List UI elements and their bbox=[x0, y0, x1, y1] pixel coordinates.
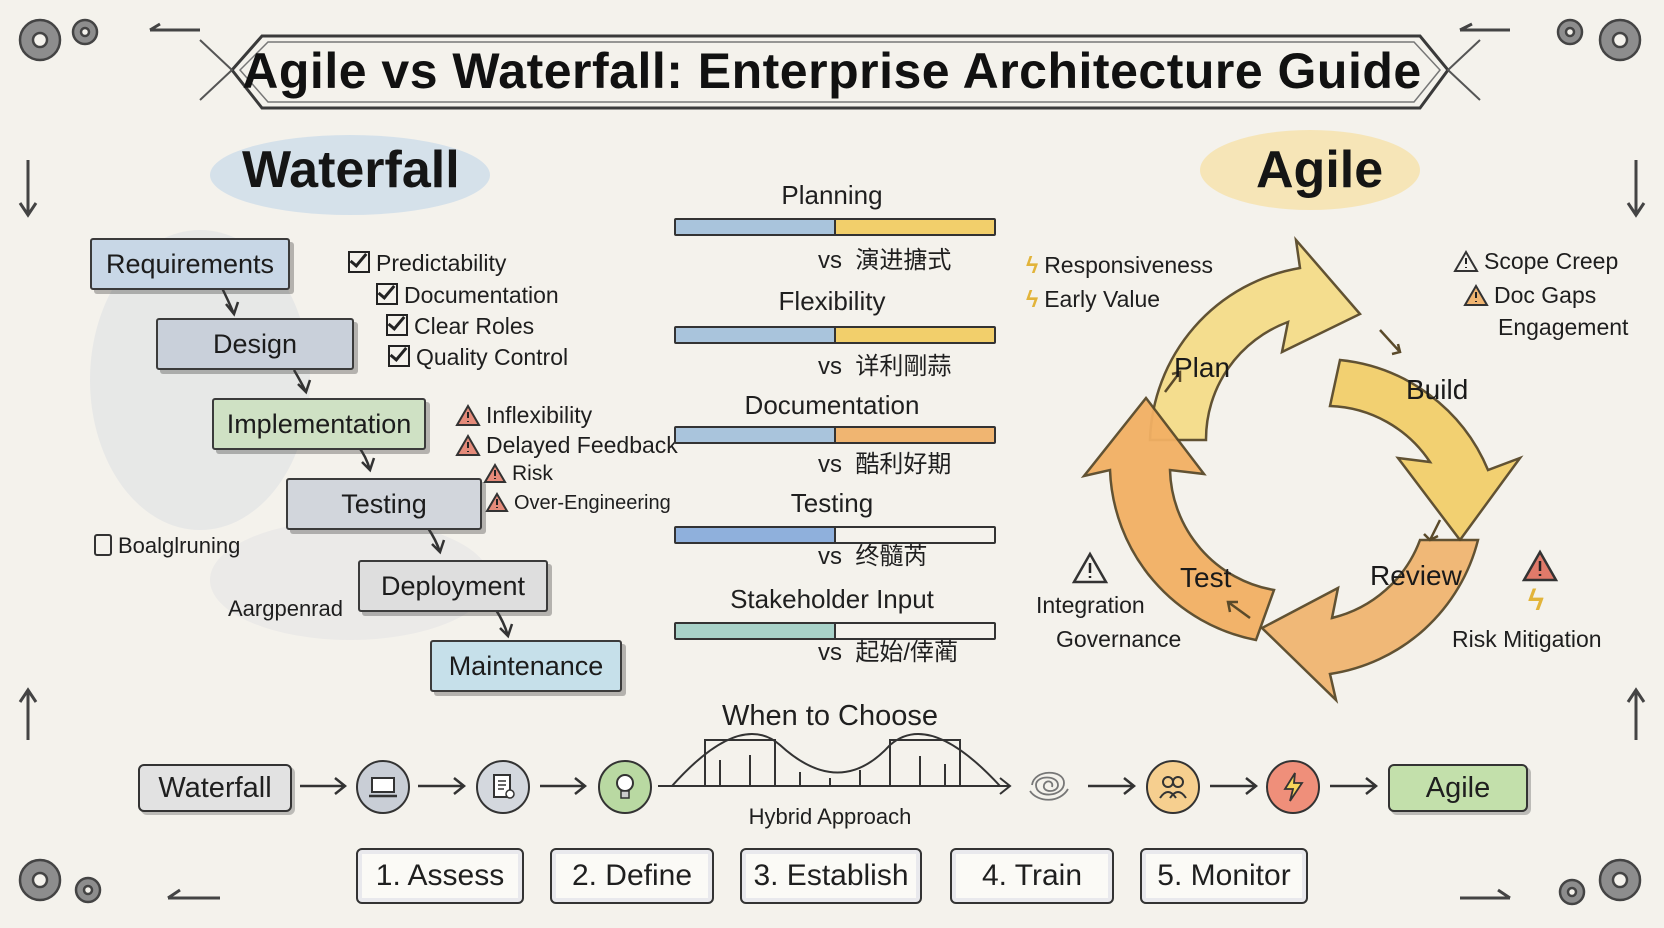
warning-icon bbox=[455, 404, 481, 426]
comparison-bar-waterfall-fill bbox=[676, 428, 836, 442]
comparison-label: Planning bbox=[781, 180, 883, 210]
cycle-label-plan: Plan bbox=[1174, 352, 1231, 383]
agile-cycle-diagram bbox=[1080, 235, 1524, 704]
comparison-bar-agile-fill bbox=[836, 428, 994, 442]
waterfall-step-design: Design bbox=[156, 318, 354, 370]
lightning-icon: ϟ bbox=[1528, 584, 1544, 617]
checkbox-icon bbox=[386, 314, 408, 336]
comparison-bar-waterfall-fill bbox=[676, 528, 836, 542]
corner-arrow-icon bbox=[18, 22, 1646, 900]
comparison-bar-waterfall-fill bbox=[676, 220, 836, 234]
warning-icon bbox=[483, 463, 507, 483]
waterfall-step-requirements: Requirements bbox=[90, 238, 290, 290]
comparison-bar bbox=[674, 426, 996, 444]
agile-heading: Agile bbox=[1256, 141, 1384, 199]
page-title: Agile vs Waterfall: Enterprise Architect… bbox=[242, 43, 1422, 99]
waterfall-side-note-1: Boalglruning bbox=[94, 533, 240, 559]
warning-icon bbox=[1463, 284, 1489, 306]
agile-con-item: Doc Gaps bbox=[1463, 282, 1596, 309]
comparison-bar bbox=[674, 526, 996, 544]
step-train: 4. Train bbox=[950, 848, 1114, 904]
waterfall-pill: Waterfall bbox=[138, 764, 292, 812]
comparison-label: Documentation bbox=[744, 390, 920, 420]
document-icon bbox=[476, 760, 530, 814]
agile-con-extra: Engagement bbox=[1498, 314, 1629, 340]
comparison-bar bbox=[674, 326, 996, 344]
warning-icon bbox=[455, 434, 481, 456]
agile-right-note: Risk Mitigation bbox=[1452, 626, 1602, 652]
title-banner bbox=[199, 34, 1481, 110]
comparison-label: Flexibility bbox=[778, 286, 886, 316]
waterfall-con-item: Delayed Feedback bbox=[455, 432, 678, 459]
agile-left-note-1: Integration bbox=[1036, 592, 1145, 618]
comparison-vs-text: vs 起始/倖蔺 bbox=[818, 639, 959, 666]
checkbox-icon bbox=[388, 345, 410, 367]
comparison-vs-text: vs 终髓芮 bbox=[818, 543, 928, 570]
comparison-bar bbox=[674, 218, 996, 236]
waterfall-con-item: Inflexibility bbox=[455, 402, 592, 429]
lightbulb-icon bbox=[598, 760, 652, 814]
waterfall-pro-item: Documentation bbox=[376, 282, 559, 309]
checkbox-icon bbox=[376, 283, 398, 305]
comparison-bar-agile-fill bbox=[836, 220, 994, 234]
when-to-choose-heading: When to Choose bbox=[721, 700, 938, 732]
comparison-bar-waterfall-fill bbox=[676, 328, 836, 342]
waterfall-step-maintenance: Maintenance bbox=[430, 640, 622, 692]
step-assess: 1. Assess bbox=[356, 848, 524, 904]
team-icon bbox=[1146, 760, 1200, 814]
waterfall-con-item: Risk bbox=[483, 462, 553, 486]
waterfall-pro-item: Predictability bbox=[348, 250, 506, 277]
comparison-vs-text: vs 演进搪式 bbox=[818, 247, 952, 274]
waterfall-heading: Waterfall bbox=[242, 141, 460, 199]
scribble-icon bbox=[1024, 760, 1074, 810]
lightning-icon bbox=[1266, 760, 1320, 814]
waterfall-connectors bbox=[220, 287, 514, 639]
waterfall-side-note-2: Aargpenrad bbox=[228, 596, 343, 621]
warning-icon bbox=[485, 492, 509, 512]
comparison-bar-agile-fill bbox=[836, 328, 994, 342]
gear-icon bbox=[18, 18, 1642, 906]
warning-icon bbox=[1453, 250, 1479, 272]
flow-arrows bbox=[300, 777, 1379, 795]
comparison-vs-text: vs 酷利好期 bbox=[818, 451, 952, 478]
laptop-icon bbox=[356, 760, 410, 814]
bridge-label: Hybrid Approach bbox=[748, 804, 912, 829]
step-monitor: 5. Monitor bbox=[1140, 848, 1308, 904]
agile-left-note-2: Governance bbox=[1056, 626, 1182, 652]
agile-con-item: Scope Creep bbox=[1453, 248, 1618, 275]
comparison-label: Testing bbox=[790, 488, 874, 518]
warning-icon bbox=[1071, 551, 1109, 584]
comparison-vs-text: vs 详利剛蒜 bbox=[818, 353, 952, 380]
comparison-bar-waterfall-fill bbox=[676, 624, 836, 638]
lightning-icon: ϟ bbox=[1026, 252, 1039, 278]
checkbox-icon bbox=[348, 251, 370, 273]
bridge-icon bbox=[658, 733, 1012, 795]
cycle-label-review: Review bbox=[1370, 560, 1462, 591]
agile-pill: Agile bbox=[1388, 764, 1528, 812]
waterfall-step-testing: Testing bbox=[286, 478, 482, 530]
cycle-label-test: Test bbox=[1180, 562, 1232, 593]
step-define: 2. Define bbox=[550, 848, 714, 904]
waterfall-step-implementation: Implementation bbox=[212, 398, 426, 450]
waterfall-pro-item: Clear Roles bbox=[386, 313, 534, 340]
comparison-bar bbox=[674, 622, 996, 640]
waterfall-step-deployment: Deployment bbox=[358, 560, 548, 612]
cycle-label-build: Build bbox=[1406, 374, 1469, 405]
comparison-label: Stakeholder Input bbox=[730, 584, 934, 614]
lightning-icon: ϟ bbox=[1026, 286, 1039, 312]
comparison-bar-agile-fill bbox=[836, 528, 994, 542]
comparison-bar-agile-fill bbox=[836, 624, 994, 638]
waterfall-pro-item: Quality Control bbox=[388, 344, 568, 371]
step-establish: 3. Establish bbox=[740, 848, 922, 904]
waterfall-con-item: Over-Engineering bbox=[485, 492, 671, 515]
warning-icon bbox=[1521, 549, 1559, 582]
